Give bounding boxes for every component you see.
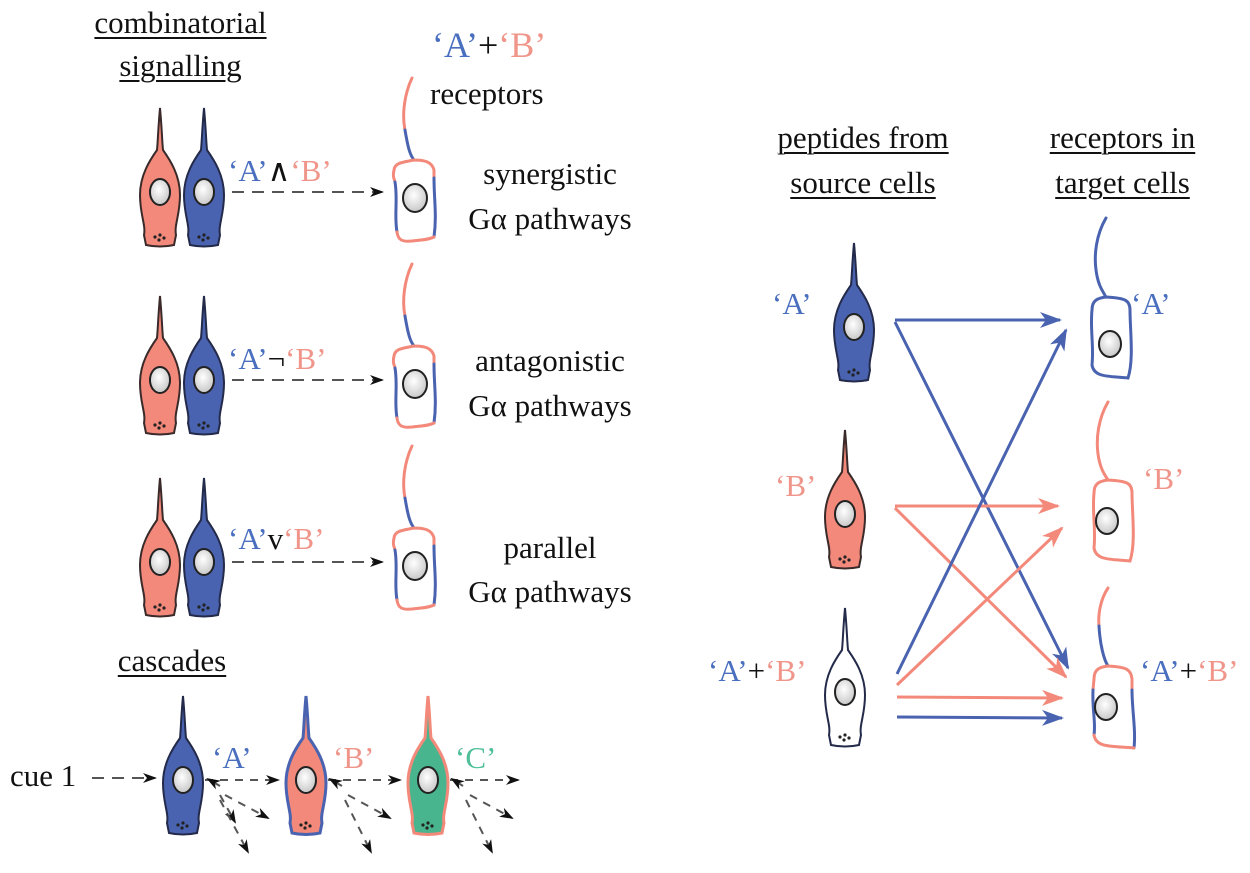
peptide-a-label: ‘A’ bbox=[708, 653, 748, 688]
heading-source-cells: source cells bbox=[790, 165, 936, 200]
peptide-b-label: ‘B’ bbox=[283, 521, 325, 556]
peptide-a-label: ‘A’ bbox=[432, 25, 478, 65]
heading-peptides-from: peptides from bbox=[777, 120, 949, 155]
operator-or: v bbox=[267, 521, 284, 556]
cascade-peptide-a: ‘A’ bbox=[212, 740, 252, 775]
target-label-b: ‘B’ bbox=[1143, 461, 1185, 496]
peptide-b-label: ‘B’ bbox=[285, 341, 327, 376]
peptide-b-label: ‘B’ bbox=[765, 653, 807, 688]
arrow-ab-to-a bbox=[895, 328, 1068, 675]
arrow-ab-to-b bbox=[895, 526, 1064, 687]
row-parallel-line1: parallel bbox=[503, 530, 597, 565]
row-parallel-formula: ‘A’v‘B’ bbox=[228, 523, 324, 554]
cascade-peptide-c: ‘C’ bbox=[455, 740, 497, 775]
peptide-arrows bbox=[893, 312, 1070, 726]
source-cell-a bbox=[833, 242, 875, 383]
cascade-cell-c bbox=[406, 694, 450, 836]
target-cell-a bbox=[1089, 216, 1133, 380]
row-antagonistic-line1: antagonistic bbox=[475, 343, 625, 378]
peptide-b-label: ‘B’ bbox=[1197, 653, 1239, 688]
peptide-a-label: ‘A’ bbox=[228, 341, 268, 376]
operator-and: ∧ bbox=[267, 153, 291, 188]
source-cell-ab bbox=[824, 607, 866, 748]
arrow-b-to-ab bbox=[893, 506, 1068, 679]
plus-sign: + bbox=[747, 653, 766, 688]
receptor-header-label: receptors bbox=[430, 76, 544, 111]
row-antagonistic-formula: ‘A’¬‘B’ bbox=[228, 343, 326, 374]
heading-receptors-in: receptors in bbox=[1049, 120, 1196, 155]
operator-not: ¬ bbox=[267, 341, 286, 376]
peptide-a-label: ‘A’ bbox=[228, 521, 268, 556]
cascade-cell-a bbox=[162, 695, 204, 836]
receptor-cell-ab-row3 bbox=[391, 444, 437, 611]
plus-sign: + bbox=[1179, 653, 1198, 688]
row-synergistic-line1: synergistic bbox=[483, 156, 617, 191]
target-label-ab: ‘A’+‘B’ bbox=[1140, 655, 1238, 686]
source-cell-b bbox=[139, 107, 181, 248]
source-cell-a bbox=[183, 477, 225, 618]
target-label-a: ‘A’ bbox=[1131, 286, 1171, 321]
row-synergistic-line2: Gα pathways bbox=[468, 201, 632, 236]
arrow-ab-to-ab-a bbox=[896, 709, 1064, 726]
heading-combinatorial: combinatorial bbox=[94, 5, 267, 40]
cascade-chain bbox=[92, 694, 520, 854]
row-antagonistic-line2: Gα pathways bbox=[468, 388, 632, 423]
target-cell-ab bbox=[1091, 586, 1137, 750]
target-cell-b bbox=[1091, 400, 1135, 563]
receptor-cell-ab-row1 bbox=[391, 76, 437, 243]
heading-target-cells: target cells bbox=[1055, 165, 1190, 200]
heading-cascades: cascades bbox=[117, 643, 227, 678]
plus-sign: + bbox=[477, 25, 499, 65]
arrow-a-to-ab bbox=[893, 321, 1070, 670]
source-label-b: ‘B’ bbox=[775, 468, 817, 503]
row-parallel-source-cells bbox=[139, 477, 225, 618]
peptide-b-label: ‘B’ bbox=[290, 153, 332, 188]
arrow-ab-to-ab-b bbox=[896, 689, 1064, 706]
peptide-a-label: ‘A’ bbox=[1140, 653, 1180, 688]
row-synergistic-formula: ‘A’∧‘B’ bbox=[228, 155, 332, 186]
source-cell-b bbox=[139, 477, 181, 618]
source-cell-b bbox=[824, 429, 866, 570]
peptide-a-label: ‘A’ bbox=[228, 153, 268, 188]
cascade-peptide-b: ‘B’ bbox=[333, 740, 375, 775]
receptor-cell-ab-row2 bbox=[391, 262, 437, 429]
source-label-ab: ‘A’+‘B’ bbox=[708, 655, 806, 686]
cascade-cell-b bbox=[284, 694, 328, 836]
cue-label: cue 1 bbox=[10, 758, 77, 793]
heading-signalling: signalling bbox=[119, 48, 242, 83]
receptor-header-peptides: ‘A’+‘B’ bbox=[432, 27, 546, 63]
source-cell-a bbox=[183, 107, 225, 248]
source-label-a: ‘A’ bbox=[772, 286, 812, 321]
peptide-b-label: ‘B’ bbox=[498, 25, 547, 65]
row-parallel-line2: Gα pathways bbox=[468, 574, 632, 609]
row-synergistic-source-cells bbox=[139, 107, 225, 248]
source-cell-b bbox=[139, 295, 181, 436]
source-cell-a bbox=[183, 295, 225, 436]
row-antagonistic-source-cells bbox=[139, 295, 225, 436]
